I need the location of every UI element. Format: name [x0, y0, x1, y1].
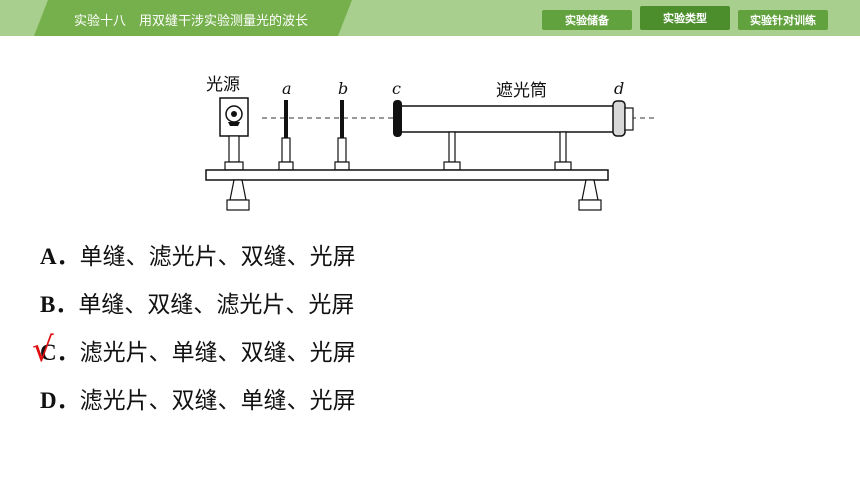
title-tab — [34, 0, 352, 36]
option-c[interactable]: √ C．滤光片、单缝、双缝、光屏 — [32, 330, 356, 370]
label-d: d — [614, 79, 624, 98]
light-source-lamp — [219, 97, 249, 171]
option-a[interactable]: A．单缝、滤光片、双缝、光屏 — [40, 243, 356, 270]
checkmark-icon: √ — [32, 330, 54, 370]
apparatus-diagram: 光源 a b c 遮光筒 d — [200, 70, 670, 216]
nav-button-training[interactable]: 实验针对训练 — [738, 10, 828, 30]
nav-button-types[interactable]: 实验类型 — [640, 6, 730, 30]
answer-options: A．单缝、滤光片、双缝、光屏 B．单缝、双缝、滤光片、光屏 √ C．滤光片、单缝… — [32, 240, 356, 432]
element-d — [612, 100, 626, 137]
element-a — [278, 100, 294, 171]
element-c — [393, 100, 402, 137]
option-d[interactable]: D．滤光片、双缝、单缝、光屏 — [40, 387, 356, 414]
optical-bench — [205, 169, 609, 211]
label-tube: 遮光筒 — [496, 81, 547, 101]
nav-button-preparation[interactable]: 实验储备 — [542, 10, 632, 30]
light-shield-tube — [393, 100, 634, 171]
label-b: b — [338, 79, 348, 98]
page-title: 实验十八 用双缝干涉实验测量光的波长 — [74, 14, 309, 29]
label-a: a — [282, 79, 292, 98]
label-light-source: 光源 — [206, 75, 240, 95]
label-c: c — [392, 79, 401, 98]
element-b — [334, 100, 350, 171]
option-b[interactable]: B．单缝、双缝、滤光片、光屏 — [40, 291, 355, 318]
